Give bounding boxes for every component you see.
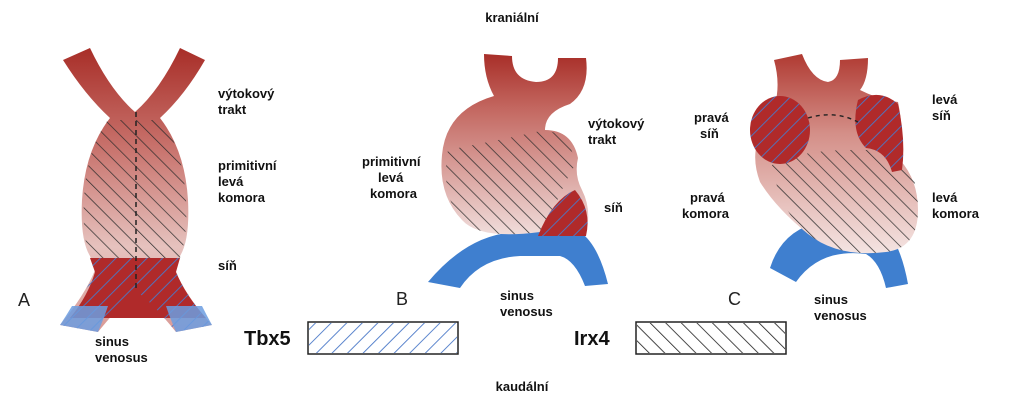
panel-a-ventricle-line1: primitivní — [218, 158, 277, 173]
panel-c-irx4-region — [772, 149, 918, 254]
panel-b-ventricle-line2: levá — [378, 170, 404, 185]
panel-a-sinus-line1: sinus — [95, 334, 129, 349]
legend: Tbx5 Irx4 — [244, 321, 787, 355]
panel-c-left-ventricle-line1: levá — [932, 190, 958, 205]
panel-b-irx4-region — [445, 130, 575, 235]
panel-c-right-atrium-line2: síň — [700, 126, 719, 141]
panel-b-ventricle-line1: primitivní — [362, 154, 421, 169]
legend-tbx5-label: Tbx5 — [244, 328, 291, 350]
panel-b-ventricle-line3: komora — [370, 186, 418, 201]
panel-c-letter: C — [728, 289, 741, 309]
panel-a-outflow-line2: trakt — [218, 102, 247, 117]
cranial-label: kraniální — [485, 10, 539, 25]
panel-c-right-atrium-tbx5 — [750, 96, 810, 164]
panel-c-left-ventricle-line2: komora — [932, 206, 980, 221]
panel-b: B výtokový trakt primitivní levá komora … — [362, 54, 645, 319]
panel-a-outflow-line1: výtokový — [218, 86, 275, 101]
panel-c-right-ventricle-line1: pravá — [690, 190, 725, 205]
panel-b-outflow-line1: výtokový — [588, 116, 645, 131]
caudal-label: kaudální — [496, 379, 549, 394]
panel-a-ventricle-line3: komora — [218, 190, 266, 205]
panel-c-septum — [807, 114, 859, 123]
panel-a-irx4-region — [83, 120, 187, 258]
panel-b-atrium-label: síň — [604, 200, 623, 215]
panel-a-atrium-label: síň — [218, 258, 237, 273]
panel-b-sinus — [428, 232, 608, 288]
panel-b-letter: B — [396, 289, 408, 309]
panel-a-sinus-left — [60, 306, 108, 332]
panel-c: C pravá síň levá síň pravá komora levá k… — [682, 54, 980, 323]
panel-b-tbx5-region — [538, 190, 588, 236]
legend-irx4-label: Irx4 — [574, 328, 610, 350]
panel-b-outflow-line2: trakt — [588, 132, 617, 147]
legend-irx4-hatch — [637, 323, 785, 353]
panel-b-sinus-line2: venosus — [500, 304, 553, 319]
panel-a-sinus-line2: venosus — [95, 350, 148, 365]
panel-c-right-atrium-line1: pravá — [694, 110, 729, 125]
panel-c-left-atrium-line2: síň — [932, 108, 951, 123]
panel-b-sinus-line1: sinus — [500, 288, 534, 303]
panel-c-sinus-line2: venosus — [814, 308, 867, 323]
panel-c-right-ventricle-line2: komora — [682, 206, 730, 221]
panel-a-letter: A — [18, 290, 30, 310]
legend-tbx5-hatch — [309, 323, 457, 353]
panel-c-left-atrium-tbx5 — [855, 94, 904, 172]
panel-c-sinus-line1: sinus — [814, 292, 848, 307]
panel-a: A výtokový trakt primitivní levá komora … — [18, 48, 277, 365]
panel-a-sinus-right — [166, 306, 212, 332]
panel-a-ventricle-line2: levá — [218, 174, 244, 189]
panel-c-left-atrium-line1: levá — [932, 92, 958, 107]
